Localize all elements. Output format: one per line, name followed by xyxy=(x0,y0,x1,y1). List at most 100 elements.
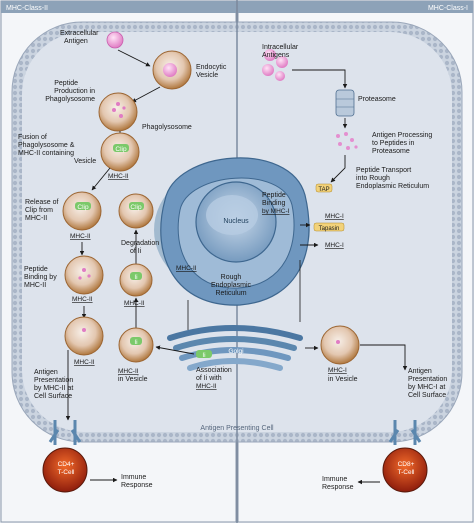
release-clip-tag-label: Clip xyxy=(77,204,89,211)
proteasome-label: Proteasome xyxy=(358,96,396,103)
ii-tag-1-label: Ii xyxy=(134,274,137,281)
surface-mhc-ii-label: MHC-II xyxy=(74,359,95,366)
cd4-t-cell xyxy=(42,420,88,493)
mhc-i-tapasin-label: MHC-I xyxy=(325,213,344,220)
peptide-binding-ii-label-2: Binding by xyxy=(24,274,57,281)
golgi-label: Golgi xyxy=(228,348,243,355)
nucleus-er-complex xyxy=(154,157,310,306)
rough-er-label-1: Rough xyxy=(221,274,242,281)
nucleolus xyxy=(206,195,258,235)
left-header-bar xyxy=(1,1,236,13)
antigen-processing-label-1: Antigen Processing xyxy=(372,132,432,139)
endocytic-vesicle-label-2: Vesicle xyxy=(196,72,218,79)
endocytic-vesicle-label-1: Endocytic xyxy=(196,64,227,71)
degradation-mhc-ii-label: MHC-II xyxy=(124,300,145,307)
immune-response-ii-label-2: Response xyxy=(121,482,153,489)
degradation-label-1: Degradation xyxy=(121,240,159,247)
fusion-label-4: Vesicle xyxy=(74,158,96,165)
fusion-label-2: Phagolysosome & xyxy=(18,142,75,149)
degradation-clip-tag xyxy=(129,202,144,210)
phagolysosome-label: Phagolysosome xyxy=(142,124,192,131)
release-clip-label-2: Clip from xyxy=(25,207,53,214)
right-header-bar xyxy=(238,1,473,13)
golgi-apparatus xyxy=(167,325,303,371)
tap-tag xyxy=(315,183,333,193)
antigen-presentation-i-label-4: Cell Surface xyxy=(408,392,446,399)
arrow-peptides-to-tap xyxy=(330,155,346,183)
antigen-presentation-ii-label-3: by MHC-II at xyxy=(34,385,73,392)
fusion-clip-label: Clip xyxy=(115,146,127,153)
arrow-vesicle-to-surface-i xyxy=(360,344,408,371)
antigen-processing-label-2: to Peptides in xyxy=(372,140,415,147)
peptide-fragments xyxy=(336,132,358,150)
rough-er-label-2: Endoplasmic xyxy=(211,282,252,289)
cd8-t-cell xyxy=(382,420,428,493)
intracellular-antigens-label-2: Antigens xyxy=(262,52,290,59)
cd8-label-1: CD8+ xyxy=(398,461,415,468)
peptide-binding-i-label-2: Binding xyxy=(262,200,285,207)
peptide-binding-i-label-3: by MHC-I xyxy=(262,208,290,215)
tapasin-tag xyxy=(313,222,345,232)
peptide-binding-ii-label-1: Peptide xyxy=(24,266,48,273)
peptide-production-label-1: Peptide xyxy=(54,80,78,87)
mhc-i-vesicle-label-1: MHC-I xyxy=(328,367,347,374)
release-clip-label-3: MHC-II xyxy=(25,215,47,222)
intracellular-antigens-label-1: Intracellular xyxy=(262,44,299,51)
peptide-transport-label-1: Peptide Transport xyxy=(356,167,411,174)
fusion-clip-tag xyxy=(113,144,129,152)
antigen-presentation-i-label-1: Antigen xyxy=(408,368,432,375)
mhc-ii-vesicle-label-2: in Vesicle xyxy=(118,376,148,383)
immune-response-ii-label-1: Immune xyxy=(121,474,146,481)
degradation-clip-label: Clip xyxy=(130,204,142,211)
phagolysosome xyxy=(98,92,138,132)
ii-tag-2-label: Ii xyxy=(134,339,137,346)
proteasome-icon xyxy=(335,89,355,117)
peptide-binding-ii-vesicle xyxy=(64,255,104,295)
association-label-2: of Ii with xyxy=(196,375,222,382)
extracellular-antigen-label-1: Extracellular xyxy=(60,30,99,37)
header-mhc-class-ii: MHC-Class-II xyxy=(6,5,48,12)
degradation-vesicle-top xyxy=(118,193,154,229)
peptide-production-label-3: Phagolysosome xyxy=(45,96,95,103)
ii-tag-2 xyxy=(130,337,142,345)
arrow-vesicle-to-phagolysosome xyxy=(131,86,161,103)
peptide-production-label-2: Production in xyxy=(54,88,95,95)
cd4-label-2: T-Cell xyxy=(58,469,76,476)
peptide-transport-label-3: Endoplasmic Reticulum xyxy=(356,183,429,190)
peptide-transport-label-2: into Rough xyxy=(356,175,390,182)
tap-label: TAP xyxy=(318,187,329,193)
association-label-1: Association xyxy=(196,367,232,374)
arrow-golgi-to-vesicle xyxy=(155,345,195,355)
antigen-presentation-i-label-2: Presentation xyxy=(408,376,447,383)
release-mhc-ii-label: MHC-II xyxy=(70,233,91,240)
release-clip-tag xyxy=(75,202,91,210)
antigen-presentation-ii-label-4: Cell Surface xyxy=(34,393,72,400)
mhc-ii-vesicle-label-1: MHC-II xyxy=(118,368,139,375)
cd4-label-1: CD4+ xyxy=(58,461,75,468)
extracellular-antigen-label-2: Antigen xyxy=(64,38,88,45)
arrow-fusion-to-release xyxy=(91,167,111,191)
immune-response-i-label-2: Response xyxy=(322,484,354,491)
intracellular-antigens-icon xyxy=(262,49,288,81)
mhc-i-vesicle-label-2: in Vesicle xyxy=(328,376,358,383)
fusion-label-3: MHC-II containing xyxy=(18,150,74,157)
ii-tag-3 xyxy=(196,350,212,358)
ii-tag-3-label: Ii xyxy=(202,352,205,359)
antigen-presentation-ii-label-1: Antigen xyxy=(34,369,58,376)
extracellular-antigen-icon xyxy=(106,31,124,49)
mhc-ii-surface-vesicle xyxy=(64,316,104,356)
antigen-processing-label-3: Proteasome xyxy=(372,148,410,155)
mhc-i-release-label: MHC-I xyxy=(325,242,344,249)
antigen-presenting-cell-label: Antigen Presenting Cell xyxy=(200,425,274,432)
tapasin-label: Tapasin xyxy=(319,226,340,232)
ii-tag-1 xyxy=(130,272,142,280)
peptide-binding-i-label-1: Peptide xyxy=(262,192,286,199)
er-mhc-ii-label: MHC-II xyxy=(176,265,197,272)
rough-er-label-3: Reticulum xyxy=(215,290,246,297)
fusion-label-1: Fusion of xyxy=(18,134,47,141)
antigen-presentation-ii-label-2: Presentation xyxy=(34,377,73,384)
fusion-mhc-ii-label: MHC-II xyxy=(108,173,129,180)
arrow-antigen-to-vesicle xyxy=(117,49,151,67)
